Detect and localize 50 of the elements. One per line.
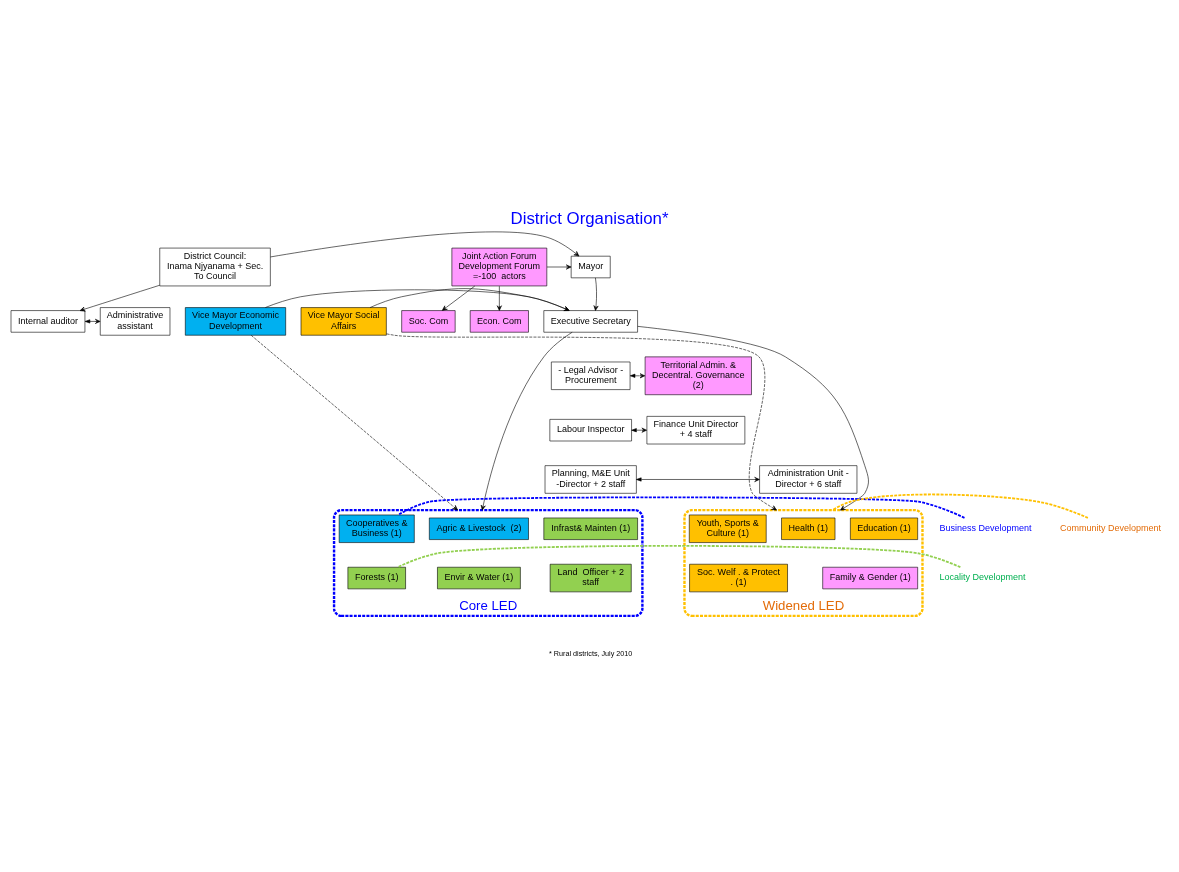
arrow: [631, 427, 647, 433]
node-box: Soc. Welf . & Protect . (1): [689, 563, 788, 592]
connector: [831, 493, 1089, 519]
node-box: Vice Mayor Economic Development: [185, 306, 286, 336]
connector: [396, 544, 962, 568]
node-box: Finance Unit Director + 4 staff: [646, 415, 746, 444]
node-box: Land Officer + 2 staff: [549, 563, 632, 592]
arrow: [593, 277, 599, 311]
arrow: [250, 334, 458, 510]
node-text: Locality Development: [939, 571, 1026, 582]
node-box: Soc. Com: [401, 309, 456, 333]
node-box: Envir & Water (1): [437, 566, 521, 589]
node-box: Executive Secretary: [543, 309, 638, 333]
node-box: Youth, Sports & Culture (1): [688, 514, 767, 543]
node-box: Forests (1): [347, 566, 406, 589]
arrow: [480, 331, 573, 510]
node-box: Education (1): [850, 517, 918, 540]
arrow: [637, 325, 869, 510]
arrow: [636, 476, 760, 482]
node-box: Cooperatives & Business (1): [338, 514, 415, 543]
node-box: Infrast& Mainten (1): [543, 517, 638, 540]
connector: [397, 495, 966, 519]
arrow: [441, 285, 476, 311]
node-box: Planning, M&E Unit -Director + 2 staff: [544, 464, 637, 494]
arrow: [84, 318, 101, 324]
node-box: Mayor: [570, 255, 611, 278]
arrow: [369, 287, 570, 311]
arrow: [265, 289, 570, 311]
arrow: [546, 264, 572, 269]
node-box: Health (1): [781, 517, 836, 540]
node-text: Business Development: [939, 522, 1032, 533]
node-box: Labour Inspector: [549, 418, 632, 441]
diagram-title: District Organisation*: [510, 208, 669, 228]
node-box: Econ. Com: [469, 309, 529, 333]
arrow: [496, 285, 502, 311]
node-box: Internal auditor: [10, 309, 86, 333]
node-box: Administration Unit - Director + 6 staff: [759, 464, 858, 494]
node-box: Family & Gender (1): [822, 566, 918, 589]
node-box: Territorial Admin. & Decentral. Governance (2): [644, 356, 752, 395]
node-box: Agric & Livestock (2): [429, 517, 529, 540]
arrow: [629, 372, 646, 378]
arrow: [270, 231, 580, 257]
arrow: [386, 333, 777, 510]
arrow: [79, 284, 160, 311]
node-text: Community Development: [1060, 522, 1162, 533]
node-box: - Legal Advisor - Procurement: [551, 361, 631, 390]
node-box: District Council: Inama Njyanama + Sec. To Council: [159, 247, 271, 286]
node-box: Vice Mayor Social Affairs: [300, 306, 387, 336]
node-box: Joint Action Forum Development Forum =-100 actors: [451, 247, 548, 286]
node-box: Administrative assistant: [99, 306, 171, 336]
